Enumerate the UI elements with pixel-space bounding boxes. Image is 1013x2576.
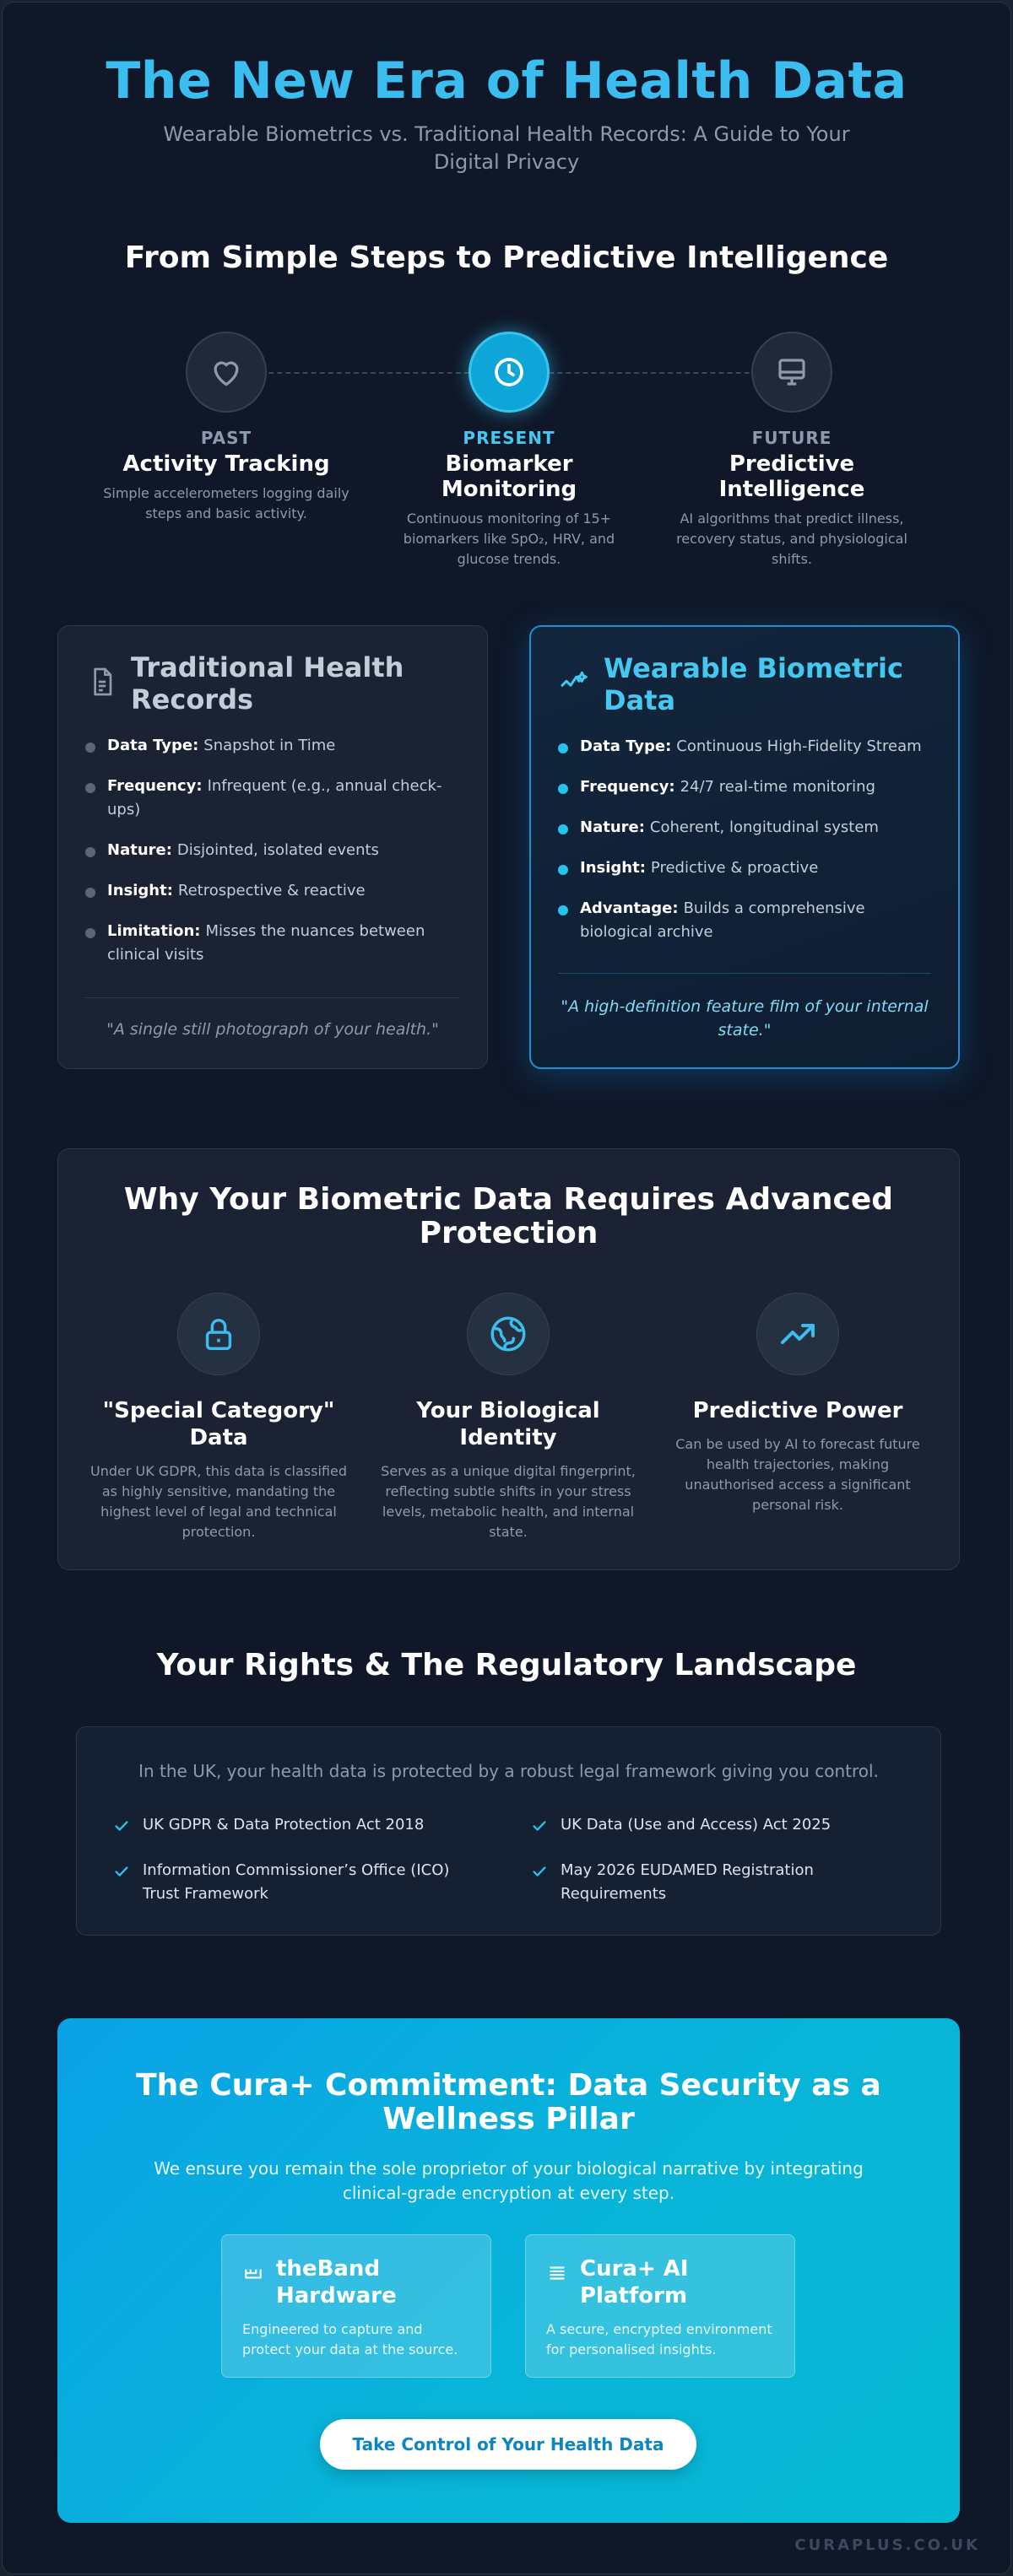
card-title: Wearable Biometric Data: [604, 652, 903, 716]
timeline-desc: Continuous monitoring of 15+ biomarkers …: [403, 510, 615, 567]
timeline-era: PRESENT: [463, 428, 555, 448]
cura-heading: The Cura+ Commitment: Data Security as a…: [136, 2068, 881, 2136]
wearable-features-list: Data Type:Continuous High-Fidelity Strea…: [558, 735, 933, 961]
feature-title: Your Biological Identity: [416, 1398, 600, 1450]
clock-icon: [495, 358, 523, 386]
rights-heading: Your Rights & The Regulatory Landscape: [156, 1648, 857, 1682]
page-subtitle: Wearable Biometrics vs. Traditional Heal…: [163, 122, 850, 174]
regulation-item: UK GDPR & Data Protection Act 2018: [112, 1813, 467, 1837]
wearable-data-card: Wearable Biometric Data Data Type:Contin…: [529, 625, 960, 1069]
timeline-era: FUTURE: [751, 428, 832, 448]
rights-intro: In the UK, your health data is protected…: [138, 1761, 879, 1781]
card-desc: A secure, encrypted environment for pers…: [546, 2321, 772, 2357]
card-title: theBand Hardware: [276, 2256, 397, 2309]
band-icon: [245, 2269, 262, 2279]
regulation-item: May 2026 EUDAMED Registration Requiremen…: [530, 1859, 885, 1906]
cura-subtitle: We ensure you remain the sole proprietor…: [154, 2158, 864, 2203]
rights-box: In the UK, your health data is protected…: [76, 1726, 941, 1936]
timeline-desc: AI algorithms that predict illness, reco…: [676, 510, 907, 567]
list-item: Data Type:Snapshot in Time: [85, 734, 462, 758]
card-quote: "A single still photograph of your healt…: [106, 1020, 439, 1039]
feature-predictive-power: Predictive Power Can be used by AI to fo…: [663, 1293, 933, 1515]
list-item: Data Type:Continuous High-Fidelity Strea…: [558, 735, 933, 759]
timeline-item-past: PAST Activity Tracking Simple accelerome…: [91, 332, 361, 524]
protection-section: Why Your Biometric Data Requires Advance…: [57, 1148, 960, 1570]
feature-desc: Serves as a unique digital fingerprint, …: [381, 1463, 636, 1540]
list-item: Nature:Disjointed, isolated events: [85, 839, 462, 862]
card-desc: Engineered to capture and protect your d…: [242, 2321, 458, 2357]
card-title: Traditional Health Records: [131, 651, 404, 716]
document-icon: [94, 667, 112, 696]
regulation-item: UK Data (Use and Access) Act 2025: [530, 1813, 885, 1837]
timeline-desc: Simple accelerometers logging daily step…: [103, 485, 349, 521]
page-title: The New Era of Health Data: [106, 51, 907, 111]
server-stack-icon: [550, 2266, 565, 2280]
heart-icon: [214, 361, 239, 386]
feature-circle: [467, 1293, 550, 1375]
trending-up-icon: [781, 1324, 815, 1344]
footer-brand[interactable]: CURAPLUS.CO.UK: [794, 2536, 980, 2554]
feature-circle: [177, 1293, 260, 1375]
list-item: Insight:Retrospective & reactive: [85, 879, 462, 903]
timeline-circle: [186, 332, 267, 413]
feature-title: "Special Category" Data: [102, 1398, 335, 1450]
timeline-title: Activity Tracking: [122, 451, 330, 477]
protection-heading: Why Your Biometric Data Requires Advance…: [123, 1182, 894, 1250]
timeline-circle: [469, 332, 550, 413]
checkmark-icon: [115, 1866, 128, 1877]
timeline-heading: From Simple Steps to Predictive Intellig…: [124, 240, 889, 275]
take-control-button[interactable]: Take Control of Your Health Data: [320, 2419, 696, 2470]
traditional-records-card: Traditional Health Records Data Type:Sna…: [57, 625, 488, 1069]
timeline-circle: [751, 332, 832, 413]
feature-biological-identity: Your Biological Identity Serves as a uni…: [373, 1293, 643, 1542]
cura-ai-platform-card: Cura+ AI Platform A secure, encrypted en…: [525, 2234, 795, 2378]
checkmark-icon: [533, 1866, 546, 1877]
timeline-item-present: PRESENT Biomarker Monitoring Continuous …: [374, 332, 644, 570]
checkmark-icon: [115, 1821, 128, 1831]
traditional-features-list: Data Type:Snapshot in Time Frequency:Inf…: [85, 734, 462, 984]
card-title: Cura+ AI Platform: [580, 2256, 689, 2309]
card-divider: [558, 973, 931, 974]
pulse-wave-icon: [561, 671, 588, 687]
list-item: Advantage:Builds a comprehensive biologi…: [558, 897, 933, 944]
card-divider: [85, 997, 460, 998]
timeline-era: PAST: [200, 428, 252, 448]
feature-desc: Can be used by AI to forecast future hea…: [675, 1436, 920, 1513]
feature-title: Predictive Power: [692, 1398, 903, 1423]
timeline-title: Biomarker Monitoring: [441, 451, 577, 502]
timeline-title: Predictive Intelligence: [718, 451, 865, 502]
timeline-item-future: FUTURE Predictive Intelligence AI algori…: [657, 332, 927, 570]
monitor-icon: [778, 359, 805, 386]
card-header: Wearable Biometric Data: [558, 652, 933, 716]
feature-desc: Under UK GDPR, this data is classified a…: [90, 1463, 347, 1540]
regulation-item: Information Commissioner’s Office (ICO) …: [112, 1859, 467, 1906]
list-item: Frequency:24/7 real-time monitoring: [558, 775, 933, 799]
fingerprint-globe-icon: [490, 1316, 526, 1352]
cura-commitment-section: The Cura+ Commitment: Data Security as a…: [57, 2018, 960, 2523]
list-item: Frequency:Infrequent (e.g., annual check…: [85, 775, 462, 822]
list-item: Insight:Predictive & proactive: [558, 856, 933, 880]
feature-special-category: "Special Category" Data Under UK GDPR, t…: [84, 1293, 354, 1542]
list-item: Limitation:Misses the nuances between cl…: [85, 920, 462, 967]
list-item: Nature:Coherent, longitudinal system: [558, 816, 933, 840]
lock-icon: [205, 1319, 232, 1350]
checkmark-icon: [533, 1821, 546, 1831]
card-quote: "A high-definition feature film of your …: [561, 997, 929, 1040]
card-header: Traditional Health Records: [85, 651, 462, 716]
feature-circle: [756, 1293, 839, 1375]
theband-hardware-card: theBand Hardware Engineered to capture a…: [221, 2234, 491, 2378]
